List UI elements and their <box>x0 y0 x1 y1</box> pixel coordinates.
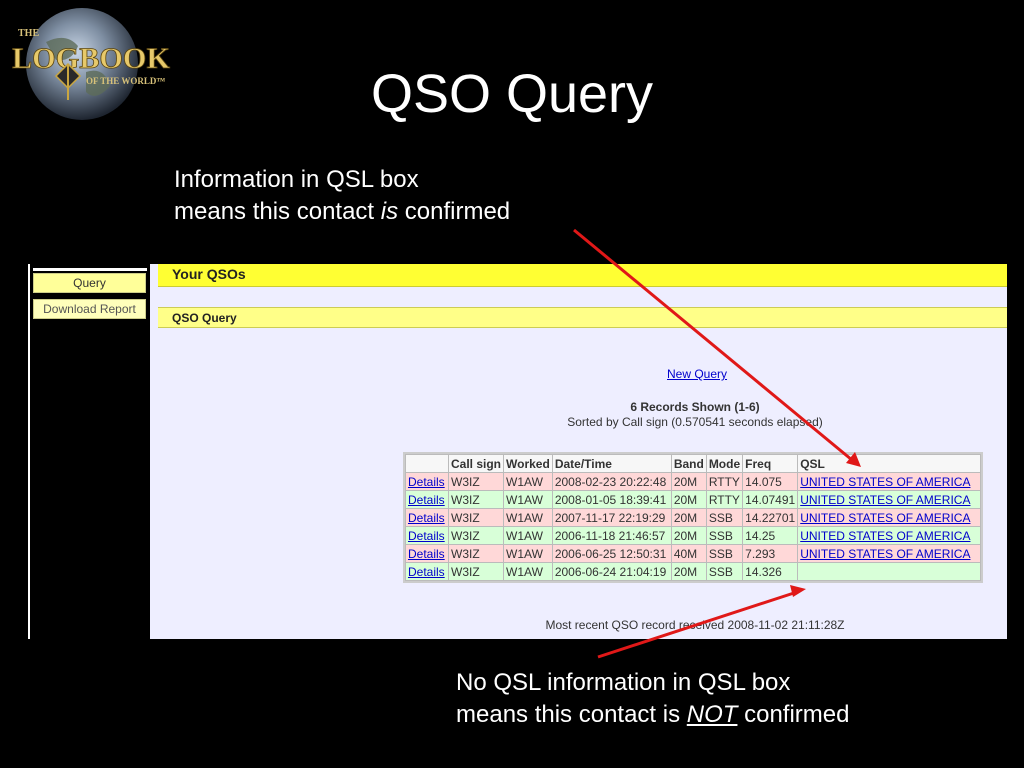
table-row: Details W3IZ W1AW 2006-11-18 21:46:57 20… <box>405 526 982 545</box>
logbook-of-the-world-logo: THE LOGBOOK OF THE WORLD™ <box>6 2 172 126</box>
band-cell: 20M <box>670 526 707 545</box>
date-time-cell: 2006-11-18 21:46:57 <box>551 526 672 545</box>
worked-cell: W1AW <box>503 562 553 581</box>
worked-cell: W1AW <box>503 508 553 527</box>
svg-text:THE: THE <box>18 28 39 39</box>
call-sign-cell: W3IZ <box>447 472 505 491</box>
confirmed-note: Information in QSL box means this contac… <box>174 164 510 228</box>
sidebar-rule <box>28 264 30 639</box>
date-time-cell: 2008-02-23 20:22:48 <box>551 472 672 491</box>
qso-query-panel-title: QSO Query <box>158 307 1007 328</box>
date-time-cell: 2006-06-25 12:50:31 <box>551 544 672 563</box>
mode-cell: SSB <box>705 526 744 545</box>
col-header-qsl[interactable]: QSL <box>797 454 982 473</box>
freq-cell: 14.22701 <box>742 508 799 527</box>
worked-cell: W1AW <box>503 544 553 563</box>
details-link[interactable]: Details <box>408 564 445 579</box>
table-row: Details W3IZ W1AW 2006-06-25 12:50:31 40… <box>405 544 982 563</box>
slide-title: QSO Query <box>370 64 654 124</box>
most-recent-qso-text: Most recent QSO record received 2008-11-… <box>545 618 845 632</box>
freq-cell: 14.07491 <box>742 490 799 509</box>
table-row: Details W3IZ W1AW 2006-06-24 21:04:19 20… <box>405 562 982 581</box>
records-shown-text: 6 Records Shown (1-6) <box>630 400 760 414</box>
freq-cell: 14.25 <box>742 526 799 545</box>
is-emphasis: is <box>380 198 399 225</box>
not-confirmed-note: No QSL information in QSL box means this… <box>456 667 849 731</box>
qsl-empty-cell <box>797 562 982 581</box>
call-sign-cell: W3IZ <box>447 562 505 581</box>
band-cell: 20M <box>670 490 707 509</box>
details-link[interactable]: Details <box>408 546 445 561</box>
band-cell: 20M <box>670 472 707 491</box>
svg-text:LOGBOOK: LOGBOOK <box>12 42 171 75</box>
details-link[interactable]: Details <box>408 510 445 525</box>
worked-cell: W1AW <box>503 490 553 509</box>
col-header-band[interactable]: Band <box>670 454 707 473</box>
date-time-cell: 2007-11-17 22:19:29 <box>551 508 672 527</box>
date-time-cell: 2008-01-05 18:39:41 <box>551 490 672 509</box>
mode-cell: RTTY <box>705 490 744 509</box>
table-header-row: Call sign Worked Date/Time Band Mode Fre… <box>405 454 982 473</box>
qsl-link[interactable]: UNITED STATES OF AMERICA <box>800 510 971 525</box>
header-underline <box>158 286 1007 287</box>
call-sign-cell: W3IZ <box>447 508 505 527</box>
qsl-link[interactable]: UNITED STATES OF AMERICA <box>800 528 971 543</box>
freq-cell: 14.075 <box>742 472 799 491</box>
col-header-details <box>405 454 449 473</box>
call-sign-cell: W3IZ <box>447 526 505 545</box>
band-cell: 20M <box>670 562 707 581</box>
not-confirmed-note-line1: No QSL information in QSL box <box>456 669 791 696</box>
mode-cell: SSB <box>705 544 744 563</box>
not-emphasis: NOT <box>686 701 738 728</box>
table-row: Details W3IZ W1AW 2008-02-23 20:22:48 20… <box>405 472 982 491</box>
details-link[interactable]: Details <box>408 528 445 543</box>
col-header-date-time[interactable]: Date/Time <box>551 454 672 473</box>
svg-text:OF THE WORLD™: OF THE WORLD™ <box>86 76 165 86</box>
call-sign-cell: W3IZ <box>447 544 505 563</box>
globe-icon <box>26 8 138 120</box>
freq-cell: 14.326 <box>742 562 799 581</box>
your-qsos-header: Your QSOs <box>158 264 1007 286</box>
sidebar-download-report-button[interactable]: Download Report <box>33 299 146 319</box>
diamond-emblem-icon <box>54 62 82 100</box>
col-header-worked[interactable]: Worked <box>503 454 553 473</box>
new-query-link[interactable]: New Query <box>667 367 728 381</box>
details-link[interactable]: Details <box>408 474 445 489</box>
table-row: Details W3IZ W1AW 2007-11-17 22:19:29 20… <box>405 508 982 527</box>
sidebar-query-button[interactable]: Query <box>33 273 146 293</box>
date-time-cell: 2006-06-24 21:04:19 <box>551 562 672 581</box>
mode-cell: RTTY <box>705 472 744 491</box>
mode-cell: SSB <box>705 562 744 581</box>
band-cell: 40M <box>670 544 707 563</box>
qsl-link[interactable]: UNITED STATES OF AMERICA <box>800 492 971 507</box>
worked-cell: W1AW <box>503 472 553 491</box>
qsl-link[interactable]: UNITED STATES OF AMERICA <box>800 474 971 489</box>
details-link[interactable]: Details <box>408 492 445 507</box>
table-row: Details W3IZ W1AW 2008-01-05 18:39:41 20… <box>405 490 982 509</box>
lotw-web-page: Query Download Report Your QSOs QSO Quer… <box>25 264 1007 639</box>
col-header-call-sign[interactable]: Call sign <box>447 454 505 473</box>
not-confirmed-note-line2: means this contact is NOT confirmed <box>456 701 850 728</box>
sorted-by-text: Sorted by Call sign (0.570541 seconds el… <box>567 415 823 429</box>
qsl-link[interactable]: UNITED STATES OF AMERICA <box>800 546 971 561</box>
confirmed-note-line1: Information in QSL box <box>174 166 419 193</box>
worked-cell: W1AW <box>503 526 553 545</box>
call-sign-cell: W3IZ <box>447 490 505 509</box>
col-header-mode[interactable]: Mode <box>705 454 744 473</box>
freq-cell: 7.293 <box>742 544 799 563</box>
col-header-freq[interactable]: Freq <box>742 454 799 473</box>
confirmed-note-line2: means this contact is confirmed <box>174 198 511 225</box>
band-cell: 20M <box>670 508 707 527</box>
sidebar: Query Download Report <box>25 264 150 639</box>
sidebar-top-line <box>33 268 147 271</box>
mode-cell: SSB <box>705 508 744 527</box>
qso-results-table: Call sign Worked Date/Time Band Mode Fre… <box>402 452 984 583</box>
